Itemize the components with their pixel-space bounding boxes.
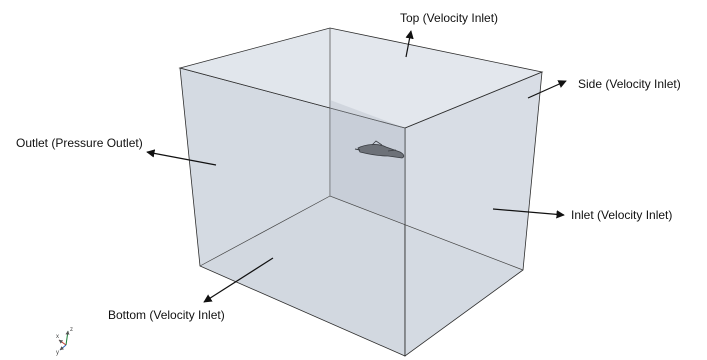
outlet-label: Outlet (Pressure Outlet)	[16, 136, 143, 150]
outlet-arrow	[146, 149, 217, 166]
domain-box	[178, 27, 544, 357]
triad-x-label: x	[56, 334, 59, 340]
wake-shade	[330, 100, 405, 224]
top-arrow	[405, 30, 414, 58]
inlet-label: Inlet (Velocity Inlet)	[571, 208, 672, 222]
boundary-labels: Top (Velocity Inlet) Side (Velocity Inle…	[16, 11, 681, 322]
hidden-edge-left	[199, 195, 331, 267]
callout-arrows	[146, 30, 567, 303]
bottom-arrow	[203, 257, 274, 303]
bottom-label: Bottom (Velocity Inlet)	[108, 308, 225, 322]
triad-z-label: z	[70, 327, 73, 333]
triad-y-label: y	[56, 350, 59, 356]
side-label: Side (Velocity Inlet)	[578, 77, 681, 91]
triad-y-axis	[59, 344, 67, 351]
top-label: Top (Velocity Inlet)	[400, 11, 498, 25]
inlet-arrow	[492, 208, 565, 219]
vehicle-model	[354, 140, 405, 159]
axis-triad: z x y	[56, 327, 73, 356]
side-arrow	[527, 80, 567, 99]
hidden-edge-right	[329, 195, 524, 271]
triad-x-axis	[58, 339, 67, 346]
triad-z-axis	[65, 330, 70, 346]
